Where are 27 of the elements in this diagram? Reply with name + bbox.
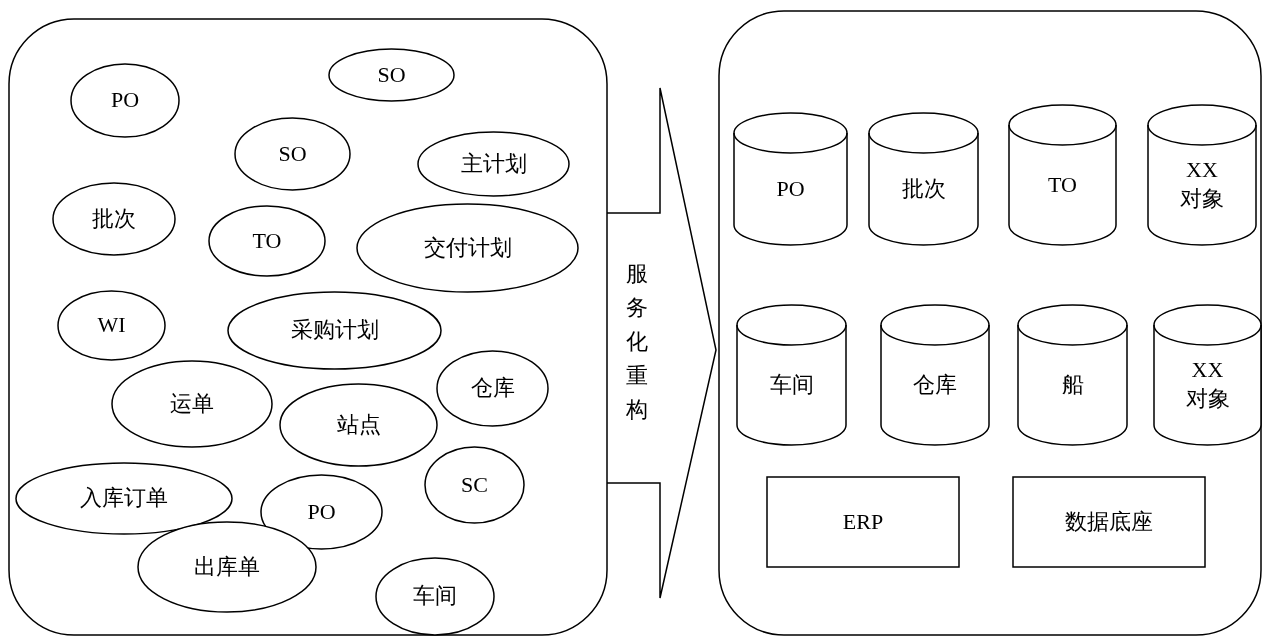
node-label: 站点: [336, 410, 381, 439]
node-label: 仓库: [913, 370, 957, 399]
node-label: 批次: [901, 174, 946, 203]
node-label: SO: [278, 139, 307, 168]
node-label: SC: [461, 470, 488, 499]
node-label: WI: [97, 311, 126, 340]
node-label: 主计划: [460, 149, 527, 178]
node-label: TO: [1048, 170, 1077, 199]
node-label: 数据底座: [1065, 507, 1153, 536]
node-label: 运单: [170, 389, 214, 418]
node-label: 仓库: [470, 374, 515, 403]
node-label: 交付计划: [423, 233, 512, 262]
node-label: TO: [252, 226, 282, 255]
node-label: 批次: [92, 204, 136, 233]
node-label: PO: [110, 86, 140, 115]
node-label: PO: [307, 497, 336, 526]
node-label: 船: [1061, 370, 1084, 399]
node-label: PO: [776, 174, 805, 203]
node-label: XX对象: [1184, 356, 1231, 413]
node-label: 采购计划: [290, 316, 379, 345]
node-label: 出库单: [194, 552, 260, 581]
node-label: ERP: [842, 507, 884, 536]
node-label: XX对象: [1179, 156, 1225, 213]
node-label: 车间: [413, 582, 457, 611]
node-label: 入库订单: [80, 484, 168, 513]
node-label: SO: [377, 60, 406, 89]
node-label: 车间: [769, 370, 814, 399]
